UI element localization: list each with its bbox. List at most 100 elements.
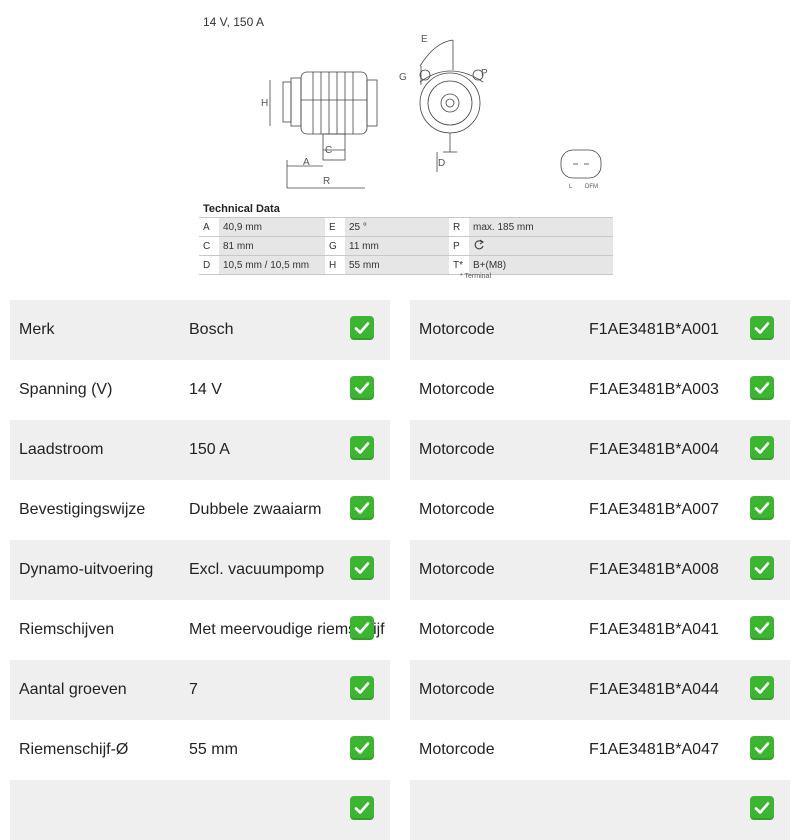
tech-key: G bbox=[325, 236, 345, 256]
technical-data-title: Technical Data bbox=[203, 203, 280, 215]
spec-row: Aantal groeven 7 bbox=[10, 660, 390, 720]
check-mark-icon bbox=[750, 616, 774, 640]
spec-value: 14 V bbox=[189, 381, 222, 398]
check-mark-icon bbox=[750, 736, 774, 760]
spec-label: Motorcode bbox=[419, 561, 495, 578]
spec-label: Laadstroom bbox=[19, 441, 104, 458]
rotation-direction-icon bbox=[469, 236, 613, 256]
spec-label: Spanning (V) bbox=[19, 381, 113, 398]
spec-row: Motorcode F1AE3481B*A008 bbox=[410, 540, 790, 600]
tech-value: max. 185 mm bbox=[469, 217, 613, 237]
tech-key: D bbox=[199, 255, 219, 275]
spec-label: Motorcode bbox=[419, 321, 495, 338]
tech-row: A 40,9 mm E 25 ° R max. 185 mm bbox=[199, 217, 613, 237]
tech-value: 55 mm bbox=[345, 255, 449, 275]
spec-row bbox=[10, 780, 390, 840]
spec-value: F1AE3481B*A004 bbox=[589, 441, 719, 458]
spec-label: Bevestigingswijze bbox=[19, 501, 146, 518]
tech-value: 81 mm bbox=[219, 236, 325, 256]
check-mark-icon bbox=[750, 676, 774, 700]
spec-row bbox=[410, 780, 790, 840]
spec-label: Dynamo-uitvoering bbox=[19, 561, 154, 578]
spec-row: Merk Bosch bbox=[10, 300, 390, 360]
spec-label: Motorcode bbox=[419, 381, 495, 398]
check-mark-icon bbox=[350, 556, 374, 580]
tech-value: B+(M8) bbox=[469, 255, 613, 275]
spec-label: Riemenschijf-Ø bbox=[19, 741, 129, 758]
tech-key: P bbox=[449, 236, 469, 256]
dim-label-p: P bbox=[481, 68, 488, 79]
check-mark-icon bbox=[350, 376, 374, 400]
check-mark-icon bbox=[350, 616, 374, 640]
tech-value: 40,9 mm bbox=[219, 217, 325, 237]
alternator-drawing: H A C R E G P D L DFM bbox=[261, 34, 602, 190]
spec-value: F1AE3481B*A047 bbox=[589, 741, 719, 758]
check-mark-icon bbox=[350, 736, 374, 760]
spec-row: Motorcode F1AE3481B*A044 bbox=[410, 660, 790, 720]
spec-value: Excl. vacuumpomp bbox=[189, 561, 325, 578]
check-mark-icon bbox=[750, 556, 774, 580]
check-mark-icon bbox=[750, 316, 774, 340]
spec-row: Motorcode F1AE3481B*A001 bbox=[410, 300, 790, 360]
dim-label-c: C bbox=[325, 145, 332, 156]
connector-label-l: L bbox=[569, 184, 573, 190]
spec-value: F1AE3481B*A001 bbox=[589, 321, 719, 338]
check-mark-icon bbox=[350, 676, 374, 700]
dim-label-d: D bbox=[438, 158, 445, 169]
spec-value: Dubbele zwaaiarm bbox=[189, 501, 322, 518]
tech-key: R bbox=[449, 217, 469, 237]
dim-label-e: E bbox=[421, 34, 428, 45]
spec-value: F1AE3481B*A003 bbox=[589, 381, 719, 398]
check-mark-icon bbox=[750, 376, 774, 400]
tech-key: C bbox=[199, 236, 219, 256]
spec-value: 150 A bbox=[189, 441, 230, 458]
technical-sheet: 14 V, 150 A bbox=[195, 0, 615, 290]
dim-label-g: G bbox=[399, 72, 407, 83]
spec-row: Bevestigingswijze Dubbele zwaaiarm bbox=[10, 480, 390, 540]
tech-key: H bbox=[325, 255, 345, 275]
tech-key: T* bbox=[449, 255, 469, 275]
tech-value: 25 ° bbox=[345, 217, 449, 237]
tech-value: 10,5 mm / 10,5 mm bbox=[219, 255, 325, 275]
tech-key: A bbox=[199, 217, 219, 237]
dim-label-h: H bbox=[261, 98, 268, 109]
spec-label: Motorcode bbox=[419, 441, 495, 458]
spec-label: Aantal groeven bbox=[19, 681, 127, 698]
spec-value: Bosch bbox=[189, 321, 234, 338]
check-mark-icon bbox=[350, 436, 374, 460]
terminal-footnote: * Terminal bbox=[460, 273, 491, 280]
check-mark-icon bbox=[350, 496, 374, 520]
sheet-title: 14 V, 150 A bbox=[203, 15, 264, 29]
spec-row: Motorcode F1AE3481B*A003 bbox=[410, 360, 790, 420]
spec-value: F1AE3481B*A007 bbox=[589, 501, 719, 518]
spec-row: Laadstroom 150 A bbox=[10, 420, 390, 480]
tech-key: E bbox=[325, 217, 345, 237]
spec-row: Riemschijven Met meervoudige riemschijf bbox=[10, 600, 390, 660]
spec-row: Riemenschijf-Ø 55 mm bbox=[10, 720, 390, 780]
spec-value: F1AE3481B*A044 bbox=[589, 681, 719, 698]
spec-row: Spanning (V) 14 V bbox=[10, 360, 390, 420]
tech-row: D 10,5 mm / 10,5 mm H 55 mm T* B+(M8) bbox=[199, 255, 613, 275]
spec-label: Merk bbox=[19, 321, 55, 338]
connector-label-dfm: DFM bbox=[585, 184, 598, 190]
check-mark-icon bbox=[350, 316, 374, 340]
spec-value: Met meervoudige riemschijf bbox=[189, 621, 385, 638]
spec-row: Motorcode F1AE3481B*A004 bbox=[410, 420, 790, 480]
dim-label-r: R bbox=[323, 176, 330, 187]
spec-label: Motorcode bbox=[419, 681, 495, 698]
spec-label: Motorcode bbox=[419, 741, 495, 758]
spec-row: Motorcode F1AE3481B*A047 bbox=[410, 720, 790, 780]
technical-data-table: A 40,9 mm E 25 ° R max. 185 mm C 81 mm G… bbox=[199, 217, 613, 275]
spec-value: F1AE3481B*A008 bbox=[589, 561, 719, 578]
spec-label: Motorcode bbox=[419, 621, 495, 638]
spec-value: 7 bbox=[189, 681, 198, 698]
tech-value: 11 mm bbox=[345, 236, 449, 256]
spec-value: 55 mm bbox=[189, 741, 238, 758]
tech-row: C 81 mm G 11 mm P bbox=[199, 236, 613, 256]
spec-label: Riemschijven bbox=[19, 621, 115, 638]
check-mark-icon bbox=[750, 496, 774, 520]
